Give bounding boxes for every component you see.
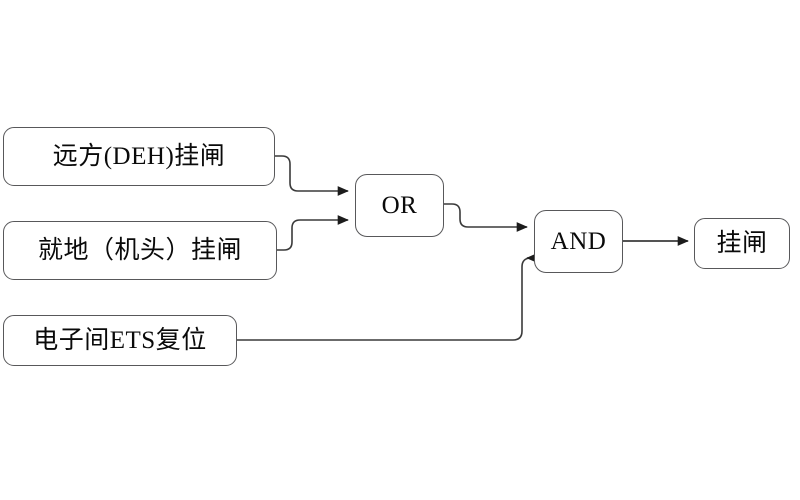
- gate-label-or: OR: [381, 192, 418, 219]
- wire-ets-to-and: [237, 253, 538, 341]
- output-box-result[interactable]: 挂闸: [694, 218, 790, 269]
- input-label-local: 就地（机头）挂闸: [37, 237, 242, 264]
- wire-or-to-and: [444, 203, 528, 232]
- gate-or[interactable]: OR: [355, 174, 444, 237]
- wire-local-to-or: [277, 215, 349, 251]
- input-box-ets[interactable]: 电子间ETS复位: [3, 315, 237, 366]
- output-label-result: 挂闸: [716, 230, 768, 257]
- gate-label-and: AND: [550, 228, 607, 255]
- input-label-deh: 远方(DEH)挂闸: [52, 143, 226, 170]
- input-box-deh[interactable]: 远方(DEH)挂闸: [3, 127, 275, 186]
- input-label-ets: 电子间ETS复位: [33, 327, 207, 354]
- wire-deh-to-or: [275, 155, 349, 196]
- gate-and[interactable]: AND: [534, 210, 623, 273]
- input-box-local[interactable]: 就地（机头）挂闸: [3, 221, 277, 280]
